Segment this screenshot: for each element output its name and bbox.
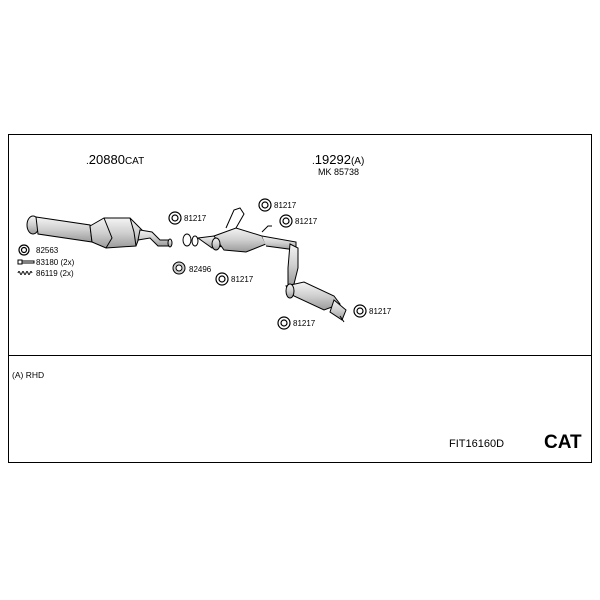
- silencer-part-suffix: (A): [350, 156, 365, 167]
- clamp-ring-icon: [172, 261, 186, 275]
- kit-type: CAT: [544, 432, 582, 453]
- front-pipe: [26, 215, 93, 243]
- catalytic-converter: [89, 217, 143, 249]
- cat-part-number: 20880: [88, 152, 125, 167]
- rubber-ring-icon-2: [258, 198, 272, 212]
- rhd-note: (A) RHD: [12, 370, 45, 380]
- silencer-mk-label: MK 85738: [318, 167, 360, 177]
- cat-part-label: .20880CAT: [86, 152, 144, 168]
- bolt-label: 83180 (2x): [36, 258, 75, 267]
- silencer-part-number: 19292: [314, 152, 351, 167]
- rubber-label-2: 81217: [274, 201, 297, 210]
- spring-icon: [17, 271, 33, 275]
- silencer-part-label: .19292(A): [312, 152, 364, 168]
- kit-code: FIT16160D: [449, 438, 505, 450]
- bullet: .: [86, 156, 89, 167]
- bullet: .: [312, 156, 315, 167]
- cat-part-suffix: CAT: [124, 156, 145, 167]
- joint-clamp: [182, 233, 199, 247]
- rubber-label-1: 81217: [184, 214, 207, 223]
- rear-silencer: [285, 281, 347, 323]
- rubber-label-5: 81217: [369, 307, 392, 316]
- rubber-ring-icon-3: [279, 214, 293, 228]
- rubber-label-3: 81217: [295, 217, 318, 226]
- diagram-frame: [8, 134, 592, 463]
- intermediate-pipe: [137, 229, 173, 248]
- frame-divider: [8, 355, 592, 356]
- rubber-ring-icon-6: [277, 316, 291, 330]
- tail-pipe: [261, 225, 299, 287]
- rubber-ring-icon-5: [353, 304, 367, 318]
- rubber-ring-icon-1: [168, 211, 182, 225]
- rubber-ring-icon-4: [215, 272, 229, 286]
- bolt-icon: [17, 259, 35, 265]
- center-silencer: [196, 207, 297, 253]
- spring-label: 86119 (2x): [36, 269, 74, 278]
- clamp-ring-label: 82496: [189, 265, 212, 274]
- rubber-label-4: 81217: [231, 275, 254, 284]
- gasket-label: 82563: [36, 246, 59, 255]
- rubber-label-6: 81217: [293, 319, 316, 328]
- gasket-icon: [18, 244, 30, 256]
